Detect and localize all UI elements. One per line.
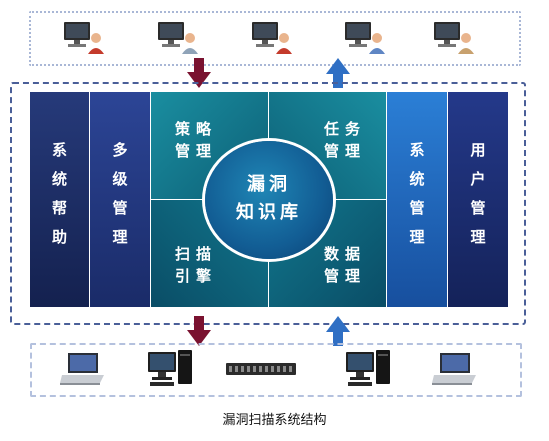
user-pc-icon	[345, 22, 385, 54]
data-label-line1: 数据	[323, 245, 366, 263]
data-management-label: 数据 管理	[315, 243, 375, 287]
laptop-icon	[432, 353, 476, 385]
network-switch-icon	[226, 363, 296, 375]
multilevel-management-column: 多级管理	[90, 92, 150, 307]
top-clients-frame	[29, 11, 521, 66]
system-management-label: 系统管理	[407, 141, 426, 258]
data-label-line2: 管理	[323, 267, 366, 285]
task-management-label: 任务 管理	[315, 118, 375, 162]
up-arrow-icon	[326, 316, 350, 346]
down-arrow-icon	[187, 316, 211, 346]
task-label-line1: 任务	[323, 120, 366, 138]
user-pc-icon	[158, 22, 198, 54]
bottom-targets-frame	[30, 343, 522, 397]
user-pc-icon	[64, 22, 104, 54]
up-arrow-icon	[326, 58, 350, 88]
user-management-column: 用户管理	[448, 92, 508, 307]
figure-caption: 漏洞扫描系统结构	[222, 413, 327, 428]
desktop-icon	[346, 350, 390, 386]
scan-label-line1: 扫描	[174, 245, 217, 263]
policy-label-line1: 策略	[174, 120, 217, 138]
scan-label-line2: 引擎	[174, 267, 217, 285]
scan-engine-label: 扫描 引擎	[166, 243, 226, 287]
policy-label-line2: 管理	[174, 142, 217, 160]
laptop-icon	[60, 353, 104, 385]
main-system-frame	[10, 82, 526, 325]
knowledge-base-line1: 漏洞	[247, 174, 291, 195]
user-pc-icon	[252, 22, 292, 54]
user-pc-icon	[434, 22, 474, 54]
policy-management-label: 策略 管理	[166, 118, 226, 162]
system-help-column: 系统帮助	[30, 92, 89, 307]
down-arrow-icon	[187, 58, 211, 88]
multilevel-management-label: 多级管理	[110, 141, 129, 258]
system-help-label: 系统帮助	[50, 141, 68, 258]
system-management-column: 系统管理	[387, 92, 447, 307]
desktop-icon	[148, 350, 192, 386]
user-management-label: 用户管理	[468, 141, 487, 258]
vulnerability-knowledge-base-circle: 漏洞 知识库	[205, 141, 333, 259]
knowledge-base-line2: 知识库	[236, 202, 302, 223]
task-label-line2: 管理	[323, 142, 366, 160]
